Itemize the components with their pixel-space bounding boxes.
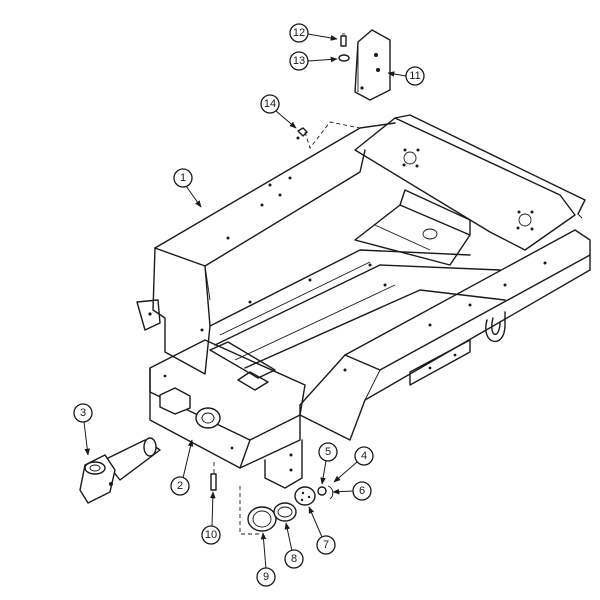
- svg-text:9: 9: [263, 571, 269, 583]
- callout-6: 6: [352, 481, 372, 501]
- seal-ring-small: [273, 502, 297, 522]
- washer: [338, 54, 350, 62]
- svg-text:8: 8: [291, 553, 297, 565]
- callout-7: 7: [316, 535, 336, 555]
- callout-10: 10: [201, 525, 221, 545]
- mounting-bracket: [354, 29, 391, 101]
- callout-1: 1: [173, 168, 193, 188]
- frame-assembly: [136, 114, 591, 489]
- pin: [210, 473, 217, 491]
- svg-text:11: 11: [409, 70, 420, 82]
- svg-text:2: 2: [177, 480, 183, 492]
- fitting: [317, 485, 334, 500]
- callout-11: 11: [405, 66, 425, 86]
- svg-text:7: 7: [323, 539, 329, 551]
- svg-text:5: 5: [325, 446, 331, 458]
- svg-text:4: 4: [361, 450, 367, 462]
- nut: [297, 127, 308, 137]
- svg-text:1: 1: [180, 172, 186, 184]
- svg-text:10: 10: [205, 529, 217, 541]
- callout-13: 13: [289, 51, 309, 71]
- callout-9: 9: [256, 567, 276, 587]
- callout-14: 14: [260, 94, 280, 114]
- callout-5: 5: [318, 442, 338, 462]
- seal-ring-large: [247, 506, 277, 532]
- hitch-tube: [79, 437, 161, 504]
- callout-8: 8: [284, 549, 304, 569]
- svg-text:14: 14: [264, 98, 276, 110]
- callout-3: 3: [73, 403, 93, 423]
- callout-4: 4: [354, 446, 374, 466]
- flange-plate: [294, 486, 316, 506]
- callout-12: 12: [289, 23, 309, 43]
- svg-text:12: 12: [293, 27, 305, 39]
- callout-2: 2: [170, 476, 190, 496]
- svg-text:6: 6: [359, 485, 365, 497]
- svg-text:3: 3: [80, 407, 86, 419]
- bolt: [340, 33, 347, 47]
- svg-text:13: 13: [293, 55, 305, 67]
